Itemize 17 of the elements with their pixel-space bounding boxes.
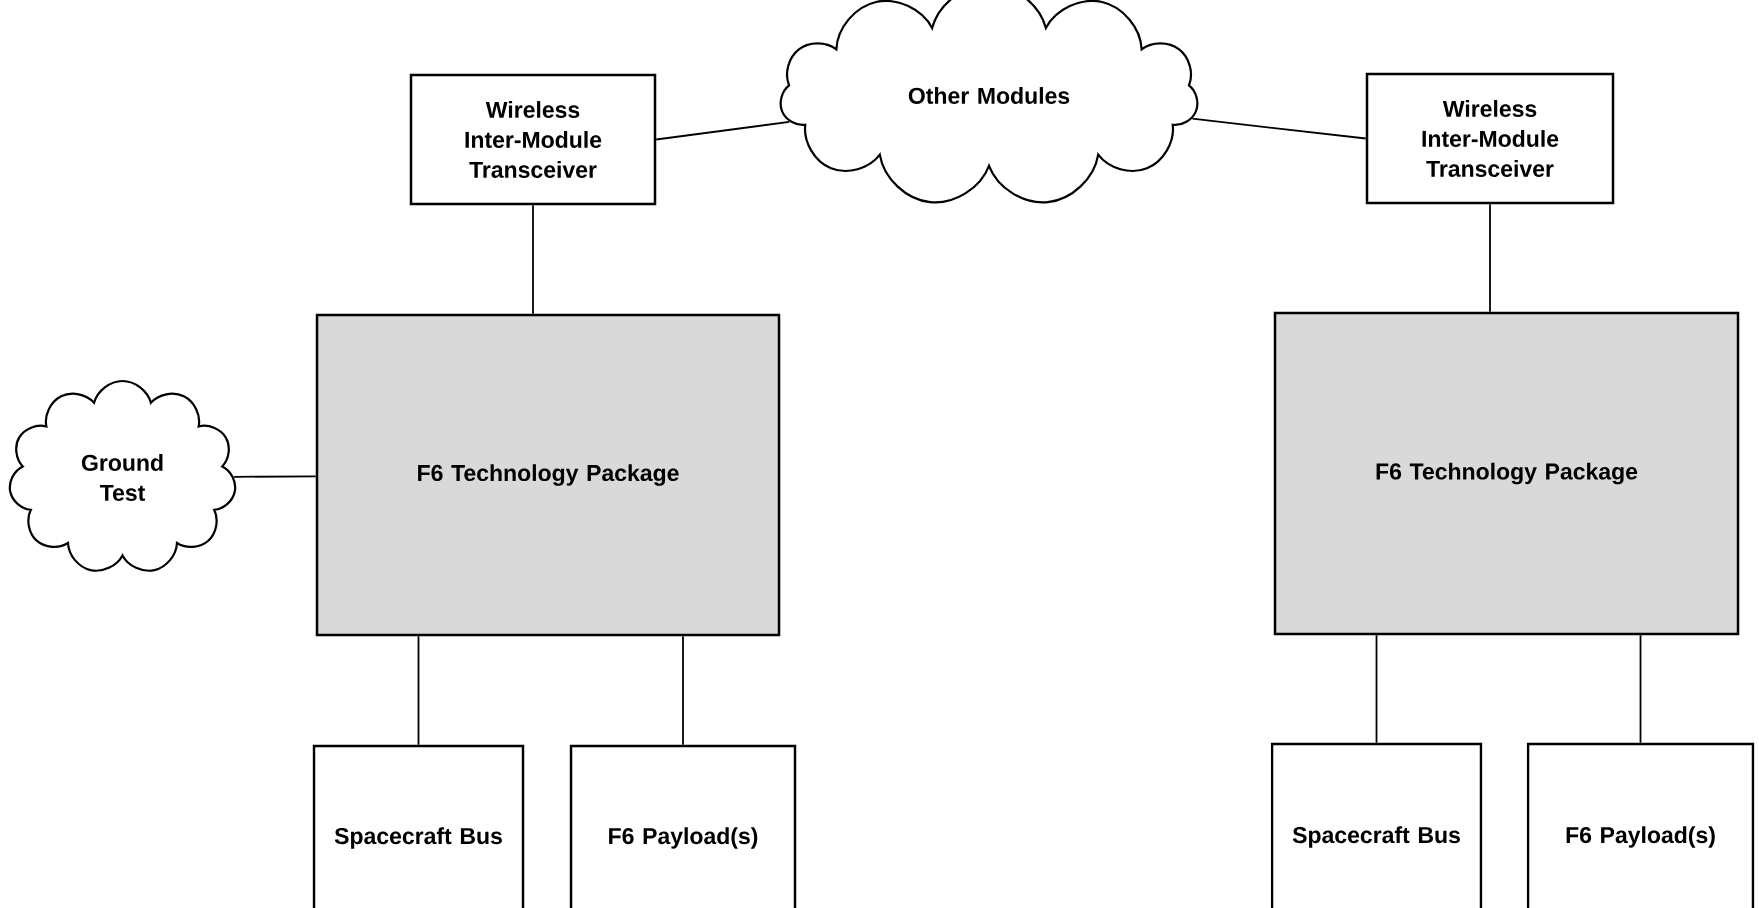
process-box: Spacecraft Bus (312, 744, 525, 908)
connector-line (655, 121, 791, 141)
process-box: F6 Payload(s) (569, 744, 797, 908)
connector-line (1639, 634, 1642, 744)
package-box: F6 Technology Package (315, 313, 781, 637)
connector-line (233, 475, 317, 478)
process-box: Wireless Inter-Module Transceiver (1365, 72, 1615, 205)
connector-line (682, 635, 684, 746)
process-box: Spacecraft Bus (1270, 742, 1483, 908)
process-box: Wireless Inter-Module Transceiver (409, 73, 657, 206)
connector-line (1191, 117, 1367, 140)
package-box: F6 Technology Package (1273, 311, 1740, 636)
connector-line (1489, 203, 1491, 313)
connector-line (532, 204, 534, 315)
process-box: F6 Payload(s) (1526, 742, 1755, 908)
connector-line (1375, 634, 1378, 744)
connector-line (417, 635, 420, 746)
